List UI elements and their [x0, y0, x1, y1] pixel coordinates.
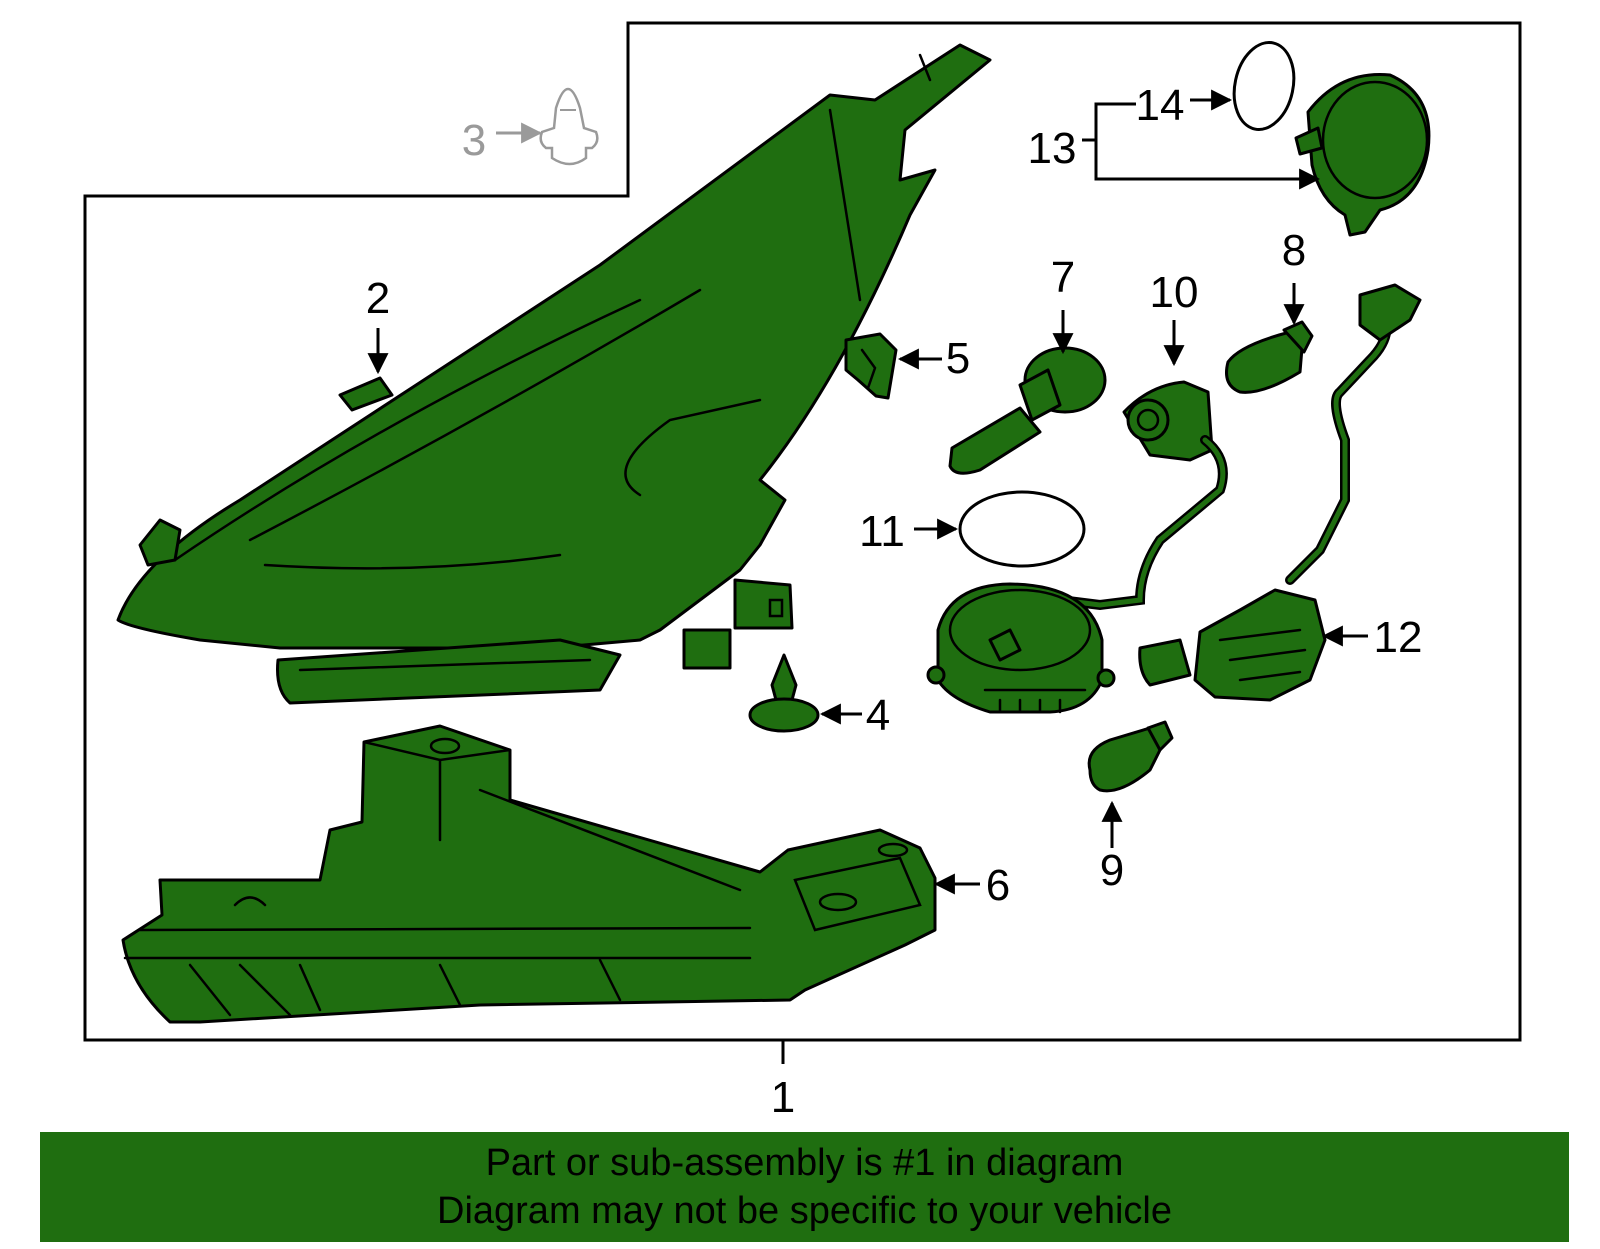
callout-2: 2 — [366, 274, 390, 323]
leader-13-bracket — [1094, 102, 1321, 190]
disclaimer-line-2: Diagram may not be specific to your vehi… — [437, 1190, 1172, 1232]
callout-8: 8 — [1282, 226, 1306, 275]
clip-part-3 — [539, 87, 599, 166]
callout-4: 4 — [866, 691, 890, 740]
callout-12: 12 — [1374, 613, 1423, 662]
seal-ring-part-11 — [958, 490, 1086, 568]
callout-1: 1 — [771, 1073, 795, 1122]
socket-harness-part-12 — [1138, 283, 1422, 702]
rear-cover-part-13 — [1294, 72, 1431, 237]
callout-11: 11 — [859, 507, 905, 556]
callout-3: 3 — [462, 116, 486, 165]
callout-5: 5 — [946, 334, 970, 383]
callout-13: 13 — [1028, 124, 1077, 173]
bracket-part-5 — [844, 332, 898, 400]
assembly-frame — [83, 21, 1522, 1042]
cover-gasket-part-14 — [1232, 41, 1296, 131]
callout-6: 6 — [986, 861, 1010, 910]
bulb-part-9 — [1087, 720, 1174, 793]
bulb-part-7 — [948, 346, 1107, 475]
disclaimer-banner: Part or sub-assembly is #1 in diagram Di… — [40, 1132, 1569, 1242]
lower-lamp-module-part-6 — [121, 724, 937, 1024]
callout-7: 7 — [1051, 253, 1075, 302]
disclaimer-line-1: Part or sub-assembly is #1 in diagram — [485, 1142, 1124, 1184]
callout-9: 9 — [1100, 846, 1124, 895]
callout-14: 14 — [1136, 81, 1185, 130]
headlamp-housing-part-2 — [116, 43, 992, 705]
bulb-part-8 — [1225, 320, 1314, 394]
push-pin-part-4 — [748, 653, 820, 733]
callout-10: 10 — [1150, 268, 1199, 317]
ballast-part-10 — [926, 380, 1228, 714]
